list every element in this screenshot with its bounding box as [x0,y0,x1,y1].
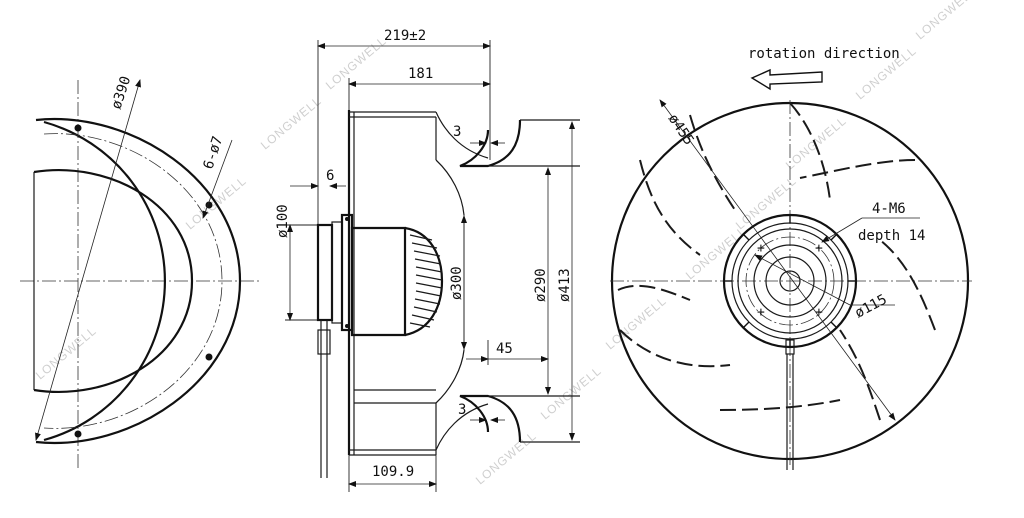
bolt-hole [74,430,82,438]
thread-leader [821,217,863,243]
motor-body [350,226,407,337]
rotation-arrow-icon [750,68,823,91]
shroud-inner-top [435,159,465,216]
motor-mount [340,213,354,332]
cable-gland [317,329,331,355]
dim-181-label: 181 [408,66,433,82]
bolt-hole [205,353,213,361]
dim-290-label: ø290 [533,268,549,302]
dim-109-label: 109.9 [372,464,414,480]
shroud-inner-bot [435,349,465,404]
bolt [345,217,349,221]
holes-leader [202,139,233,219]
left-flange-view: ø390 6-ø7 [20,74,260,470]
rotor-fins [409,234,443,328]
dim-219-label: 219±2 [384,28,426,44]
gap-bot-label: 3 [458,402,466,418]
watermark: LONGWELL [913,0,979,42]
bolt [345,324,349,328]
shroud-curve-top [435,111,489,159]
dia-115-line [754,254,851,306]
front-impeller-view: rotation direction [610,46,972,470]
rotation-label: rotation direction [748,46,900,62]
dim-100-label: ø100 [275,204,291,238]
bolt-hole [74,124,82,132]
dia-390-label: ø390 [109,74,135,111]
motor-flange [316,223,334,322]
inlet-ring-bot [459,394,522,443]
dim-413-label: ø413 [557,268,573,302]
svg-text:+: + [815,241,823,256]
side-view: 219±2 181 3 6 ø100 [275,28,580,492]
shroud-curve-bot [435,403,489,451]
watermark: LONGWELL [258,94,324,153]
svg-text:+: + [757,241,765,256]
dim-45-label: 45 [496,341,513,357]
watermark: LONGWELL [33,324,99,383]
dia-455-label: ø455 [665,111,697,148]
thread-depth-label: depth 14 [858,228,925,244]
watermark: LONGWELL [323,34,389,93]
watermark: LONGWELL [473,429,539,488]
motor-plate [331,221,343,324]
dia-455-line [659,99,896,421]
watermark: LONGWELL [783,114,849,173]
motor-rotor [404,226,444,337]
watermark-group: LONGWELL LONGWELL LONGWELL LONGWELL LONG… [33,0,979,487]
dim-6-label: 6 [326,168,334,184]
svg-text:+: + [757,305,765,320]
dim-300-label: ø300 [449,266,465,300]
dia-390-leader [35,79,141,441]
gap-top-label: 3 [453,124,461,140]
dia-115-label: ø115 [852,292,889,322]
thread-spec-label: 4-M6 [872,201,906,217]
